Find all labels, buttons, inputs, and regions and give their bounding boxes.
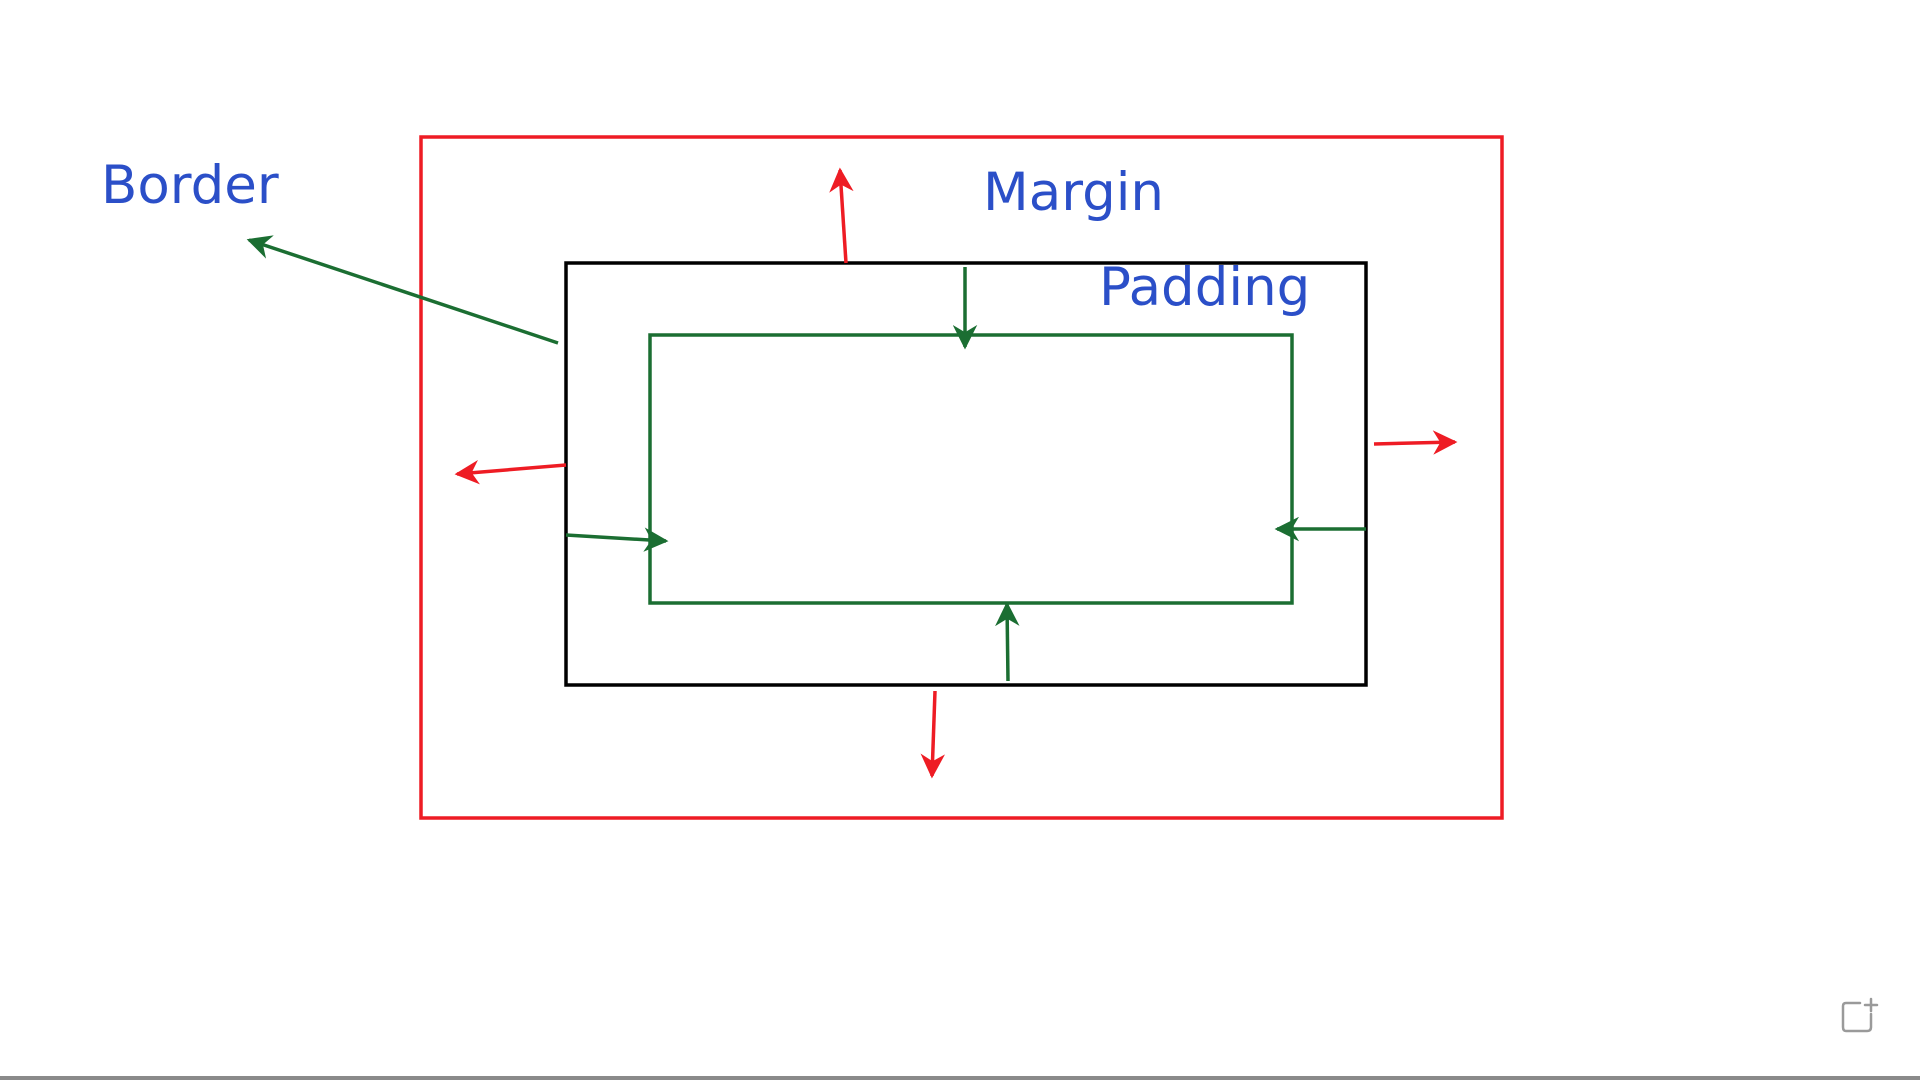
margin-arrow-bottom: [920, 690, 946, 779]
margin-arrow-right: [1373, 430, 1458, 455]
border-pointer-arrow: [246, 235, 559, 345]
margin-label: Margin: [983, 162, 1164, 223]
border-box: [564, 261, 1368, 687]
margin-arrow-top: [829, 167, 854, 264]
margin-arrow-left: [454, 459, 567, 485]
add-note-icon[interactable]: [1841, 997, 1879, 1033]
margin-box: [419, 135, 1504, 820]
border-label: Border: [101, 155, 279, 216]
padding-box: [648, 333, 1294, 605]
bottom-divider: [0, 1076, 1920, 1080]
padding-arrow-left: [565, 527, 669, 552]
padding-arrow-bottom: [995, 601, 1020, 682]
padding-label: Padding: [1099, 257, 1310, 318]
